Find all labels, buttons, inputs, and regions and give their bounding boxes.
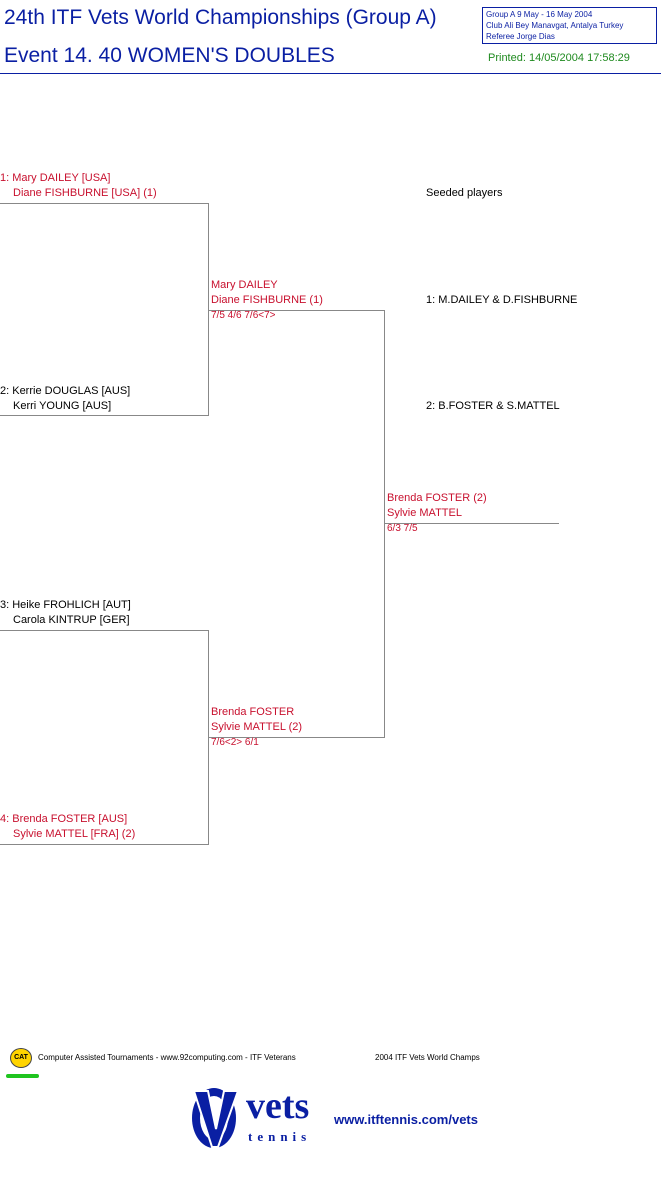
r1-entry-4-line1: 4: Brenda FOSTER [AUS] xyxy=(0,813,128,825)
final-winner-line2: Sylvie MATTEL xyxy=(387,507,462,519)
r1-entry-4-line2: Sylvie MATTEL [FRA] (2) xyxy=(13,828,136,840)
info-dates: Group A 9 May - 16 May 2004 xyxy=(486,10,593,19)
bracket-line xyxy=(0,844,208,845)
r1-entry-3-line1: 3: Heike FROHLICH [AUT] xyxy=(0,599,131,611)
info-referee: Referee Jorge Dias xyxy=(486,32,555,41)
footer-software-credit: Computer Assisted Tournaments - www.92co… xyxy=(38,1053,296,1062)
r1-entry-1-line1: 1: Mary DAILEY [USA] xyxy=(0,172,111,184)
cat-logo-underline xyxy=(6,1074,39,1078)
semi-1-line2: Diane FISHBURNE (1) xyxy=(211,294,323,306)
seed-item-1: 1: M.DAILEY & D.FISHBURNE xyxy=(426,294,578,306)
final-winner-line1: Brenda FOSTER (2) xyxy=(387,492,487,504)
bracket-line xyxy=(384,523,559,524)
semi-1-score: 7/5 4/6 7/6<7> xyxy=(211,310,276,321)
semi-2-line2: Sylvie MATTEL (2) xyxy=(211,721,303,733)
bracket-connector xyxy=(384,310,385,738)
seed-item-2: 2: B.FOSTER & S.MATTEL xyxy=(426,400,560,412)
event-title: Event 14. 40 WOMEN'S DOUBLES xyxy=(4,44,335,67)
semi-2-line1: Brenda FOSTER xyxy=(211,706,295,718)
r1-entry-3-line2: Carola KINTRUP [GER] xyxy=(13,614,130,626)
bracket-line xyxy=(208,310,384,311)
vets-logo-subtext: tennis xyxy=(248,1129,312,1144)
r1-entry-1-line2: Diane FISHBURNE [USA] (1) xyxy=(13,187,157,199)
semi-1-line1: Mary DAILEY xyxy=(211,279,278,291)
bracket-line xyxy=(0,203,208,204)
vets-logo-v-icon xyxy=(190,1085,240,1151)
r1-entry-2-line1: 2: Kerrie DOUGLAS [AUS] xyxy=(0,385,131,397)
seeds-heading: Seeded players xyxy=(426,187,503,199)
printed-timestamp: Printed: 14/05/2004 17:58:29 xyxy=(488,52,630,64)
itf-vets-url: www.itftennis.com/vets xyxy=(334,1112,478,1127)
info-venue: Club Ali Bey Manavgat, Antalya Turkey xyxy=(486,21,624,30)
final-score: 6/3 7/5 xyxy=(387,523,418,534)
semi-2-score: 7/6<2> 6/1 xyxy=(211,737,259,748)
bracket-connector xyxy=(208,203,209,416)
bracket-line xyxy=(208,737,384,738)
bracket-line xyxy=(0,415,208,416)
r1-entry-2-line2: Kerri YOUNG [AUS] xyxy=(13,400,112,412)
header-divider xyxy=(0,73,661,74)
vets-logo-text: vets xyxy=(246,1085,310,1127)
page-title: 24th ITF Vets World Championships (Group… xyxy=(4,6,437,29)
event-info-box: Group A 9 May - 16 May 2004 Club Ali Bey… xyxy=(482,7,657,44)
footer-event-name: 2004 ITF Vets World Champs xyxy=(375,1053,480,1062)
bracket-line xyxy=(0,630,208,631)
cat-logo-icon: CAT xyxy=(10,1048,32,1068)
